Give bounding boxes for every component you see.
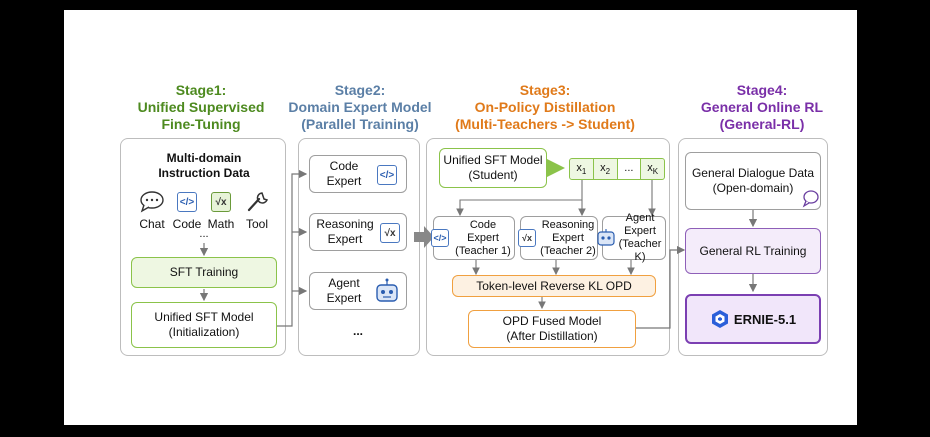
robot-icon bbox=[597, 229, 615, 246]
code-brackets-icon: </> bbox=[177, 192, 197, 212]
sqrt-x-icon: √x bbox=[380, 223, 400, 243]
teacherk-label: Agent Expert (Teacher K) bbox=[618, 212, 662, 263]
instruction-data-title: Multi-domain Instruction Data bbox=[158, 151, 250, 180]
domain-label-tool: Tool bbox=[245, 217, 268, 231]
opd-fused-model-box: OPD Fused Model (After Distillation) bbox=[468, 310, 636, 348]
connector-lines bbox=[199, 157, 758, 329]
token-xk: xK bbox=[647, 162, 659, 177]
token-x2: x2 bbox=[594, 159, 618, 179]
student-model-box: Unified SFT Model (Student) bbox=[439, 148, 547, 188]
experts-ellipsis: ... bbox=[352, 324, 363, 338]
teacherk-box: Agent Expert (Teacher K) bbox=[597, 212, 666, 263]
robot-icon bbox=[376, 278, 398, 302]
ernie-logo-icon bbox=[711, 310, 728, 328]
ernie-final-model-box: ERNIE-5.1 bbox=[685, 294, 821, 344]
teacher1-label: Code Expert (Teacher 1) bbox=[455, 218, 511, 257]
diagram-canvas: Stage1: Unified Supervised Fine-Tuning S… bbox=[64, 10, 857, 425]
domain-label-chat: Chat bbox=[139, 217, 165, 231]
stage1-title: Stage1: Unified Supervised Fine-Tuning bbox=[137, 82, 265, 132]
token-sequence: x1 x2 ... xK bbox=[569, 158, 665, 180]
token-ellipsis: ... bbox=[617, 159, 642, 179]
opd-box: Token-level Reverse KL OPD bbox=[452, 275, 656, 297]
sqrt-x-icon: √x bbox=[211, 192, 231, 212]
sft-training-box: SFT Training bbox=[131, 257, 277, 288]
domain-label-code: Code bbox=[172, 217, 202, 231]
agent-expert-box: Agent Expert bbox=[309, 272, 407, 310]
math-domain: √x Math bbox=[206, 190, 236, 231]
ernie-label: ERNIE-5.1 bbox=[733, 311, 797, 327]
domain-label-math: Math bbox=[207, 217, 235, 231]
stage4-title: Stage4: General Online RL (General-RL) bbox=[700, 82, 824, 132]
reasoning-expert-box: Reasoning Expert √x bbox=[309, 213, 407, 251]
teacher1-box: </> Code Expert (Teacher 1) bbox=[431, 216, 515, 260]
speech-bubble-icon bbox=[140, 191, 164, 213]
tool-domain: Tool bbox=[242, 190, 272, 231]
general-dialogue-data-label: General Dialogue Data (Open-domain) bbox=[691, 166, 815, 195]
stage3-title: Stage3: On-Policy Distillation (Multi-Te… bbox=[455, 82, 635, 132]
sqrt-x-icon: √x bbox=[518, 229, 536, 247]
token-x1: x1 bbox=[570, 159, 594, 179]
agent-expert-label: Agent Expert bbox=[326, 276, 362, 305]
stage2-title: Stage2: Domain Expert Model (Parallel Tr… bbox=[288, 82, 432, 132]
code-domain: </> Code bbox=[172, 190, 202, 231]
general-dialogue-data-box: General Dialogue Data (Open-domain) bbox=[685, 152, 821, 210]
chat-domain: Chat bbox=[138, 190, 166, 231]
unified-sft-init-box: Unified SFT Model (Initialization) bbox=[131, 302, 277, 348]
code-brackets-icon: </> bbox=[377, 165, 397, 185]
code-brackets-icon: </> bbox=[431, 229, 449, 247]
code-expert-label: Code Expert bbox=[326, 159, 362, 188]
domains-ellipsis: ... bbox=[199, 228, 209, 240]
speech-bubble-icon bbox=[802, 190, 819, 208]
teacher2-label: Reasoning Expert (Teacher 2) bbox=[540, 218, 596, 257]
teacher2-box: √x Reasoning Expert (Teacher 2) bbox=[518, 216, 598, 260]
wrench-icon bbox=[247, 192, 269, 212]
reasoning-expert-label: Reasoning Expert bbox=[316, 217, 374, 246]
code-expert-box: Code Expert </> bbox=[309, 155, 407, 193]
general-rl-training-box: General RL Training bbox=[685, 228, 821, 274]
